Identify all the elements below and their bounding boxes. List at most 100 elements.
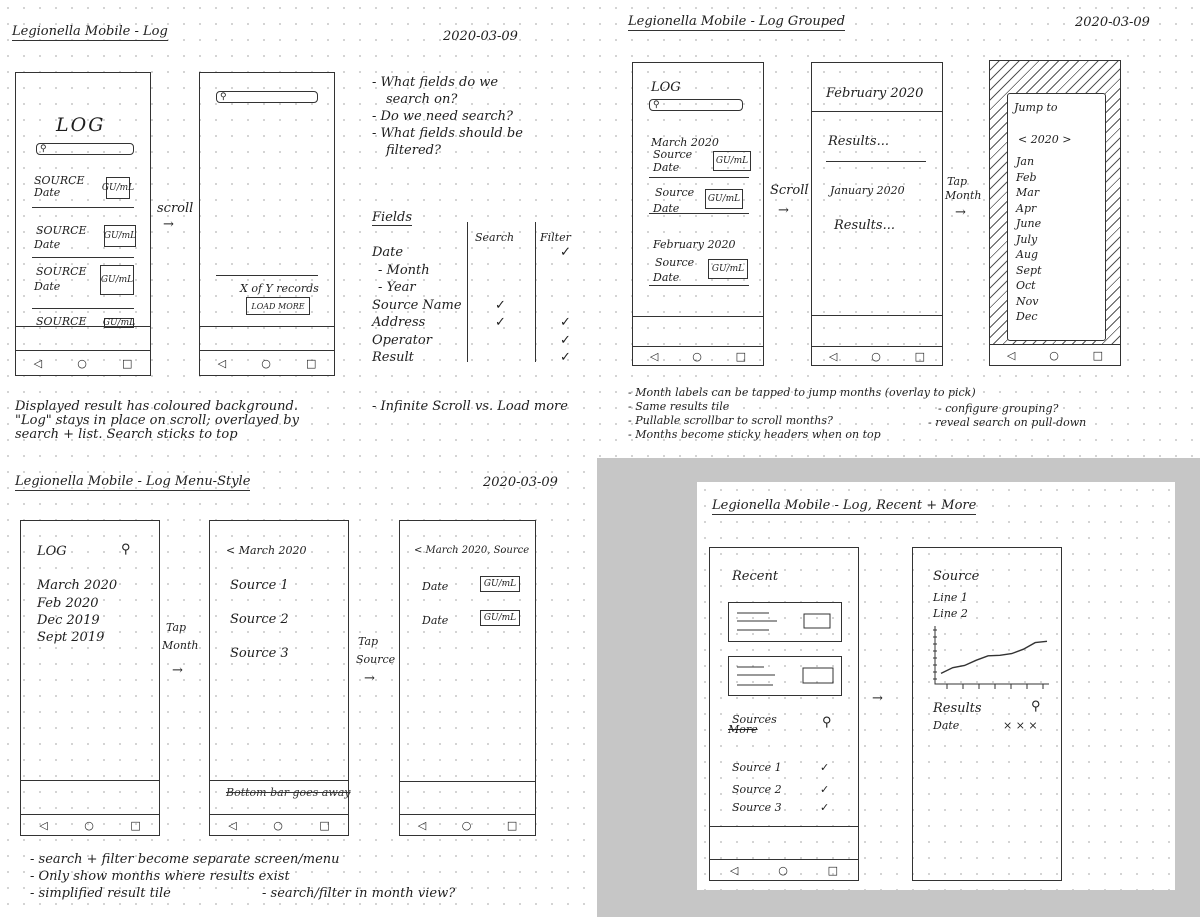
phone-source-detail: Source Line 1 Line 2 Results ⚲ Date × × … [912,547,1062,881]
row-date: Date [34,186,61,199]
back-link-source[interactable]: < March 2020, Source [414,545,530,556]
search-icon[interactable]: ⚲ [822,715,832,730]
recent-apps-icon[interactable]: □ [1092,348,1104,362]
jump-month-item[interactable]: June [1016,217,1042,230]
home-icon[interactable]: ○ [273,818,283,832]
search-icon[interactable]: ⚲ [1031,699,1041,714]
note-line: search on? [386,92,458,107]
android-nav-bar: ◁ ○ □ [21,814,159,835]
month-label[interactable]: March 2020 [651,136,719,149]
source-item[interactable]: Source 2 [732,783,782,796]
note-line: - Months become sticky headers when on t… [628,428,881,441]
result-markers: × × × [1003,719,1038,732]
header-divider [812,111,942,112]
bottom-bar [21,780,159,781]
recent-result-tile[interactable] [728,656,842,696]
tile-text-lines [737,666,834,686]
source-heading: Source [933,569,980,584]
source-item[interactable]: Source 2 [230,612,289,627]
row-date: Date [34,280,61,293]
recent-apps-icon[interactable]: □ [506,818,518,832]
jump-month-item[interactable]: Mar [1016,186,1040,199]
divider [32,308,134,309]
divider [649,285,749,286]
recent-result-tile[interactable] [728,602,842,642]
load-more-button[interactable]: LOAD MORE [246,297,310,315]
month-label[interactable]: January 2020 [830,184,905,197]
sticky-month-header[interactable]: February 2020 [826,86,924,101]
back-icon[interactable]: ◁ [649,349,659,363]
jump-month-item[interactable]: Aug [1016,248,1039,261]
home-icon[interactable]: ○ [871,349,881,363]
phone-log-scrolled: ⚲ X of Y records LOAD MORE ◁ ○ □ [199,72,335,376]
row-source: Source [653,148,693,161]
search-input[interactable]: ⚲ [649,99,743,111]
back-icon[interactable]: ◁ [1006,348,1016,362]
source-item[interactable]: Source 1 [230,578,289,593]
search-input[interactable]: ⚲ [36,143,134,155]
row-date: Date [653,271,680,284]
checkmark-circle-icon[interactable]: ✓ [820,783,830,796]
recent-apps-icon[interactable]: □ [122,356,133,370]
back-icon[interactable]: ◁ [217,356,227,370]
field-name: - Year [378,280,416,295]
recent-apps-icon[interactable]: □ [306,356,317,370]
back-icon[interactable]: ◁ [33,356,43,370]
jump-month-item[interactable]: July [1016,232,1038,246]
results-placeholder: Results... [834,218,895,233]
recent-apps-icon[interactable]: □ [130,818,141,832]
checkmark-circle-icon[interactable]: ✓ [820,801,830,814]
home-icon[interactable]: ○ [261,356,271,370]
android-nav-bar: ◁ ○ □ [710,859,858,880]
jump-month-item[interactable]: Nov [1016,294,1039,308]
chart-trend-line [940,640,1048,675]
month-item[interactable]: March 2020 [37,578,118,593]
month-label[interactable]: February 2020 [653,238,736,251]
source-item[interactable]: Source 1 [732,761,782,774]
more-heading: More [728,723,758,736]
bottom-bar [710,826,858,827]
jump-month-item[interactable]: Jan [1016,155,1035,168]
source-item[interactable]: Source 3 [732,801,782,814]
home-icon[interactable]: ○ [778,863,788,877]
checkmark-circle-icon[interactable]: ✓ [820,761,830,774]
recent-apps-icon[interactable]: □ [735,349,747,363]
jump-month-item[interactable]: Oct [1016,279,1036,292]
recent-apps-icon[interactable]: □ [827,863,839,877]
row-source: SOURCE [36,315,87,328]
arrow-right-icon: → [364,671,375,686]
jump-month-item[interactable]: Feb [1016,170,1037,184]
back-icon[interactable]: ◁ [417,818,427,832]
home-icon[interactable]: ○ [692,349,702,363]
back-icon[interactable]: ◁ [228,818,237,832]
note-line: - Pullable scrollbar to scroll months? [628,414,833,427]
year-selector[interactable]: < 2020 > [1018,133,1072,146]
month-item[interactable]: Dec 2019 [37,613,100,628]
divider [826,161,926,162]
search-input[interactable]: ⚲ [216,91,318,103]
jump-month-item[interactable]: Apr [1016,201,1037,215]
home-icon[interactable]: ○ [1049,348,1059,362]
jump-month-item[interactable]: Dec [1016,310,1038,323]
recent-heading: Recent [732,569,779,584]
back-icon[interactable]: ◁ [39,818,48,832]
back-link-month[interactable]: < March 2020 [226,544,307,557]
month-item[interactable]: Sept 2019 [37,630,105,645]
home-icon[interactable]: ○ [84,818,94,832]
arrow-right-icon: → [778,203,789,218]
month-item[interactable]: Feb 2020 [37,596,99,611]
home-icon[interactable]: ○ [77,356,87,370]
back-icon[interactable]: ◁ [729,863,739,877]
recent-apps-icon[interactable]: □ [914,349,926,363]
note-line: - What fields should be [372,126,523,141]
divider [32,257,134,258]
source-line: Line 2 [933,607,968,620]
recent-apps-icon[interactable]: □ [319,818,330,832]
source-item[interactable]: Source 3 [230,646,289,661]
jump-month-item[interactable]: Sept [1016,263,1042,277]
back-icon[interactable]: ◁ [828,349,838,363]
search-icon[interactable]: ⚲ [121,542,131,557]
home-icon[interactable]: ○ [461,818,472,832]
divider [32,207,134,208]
